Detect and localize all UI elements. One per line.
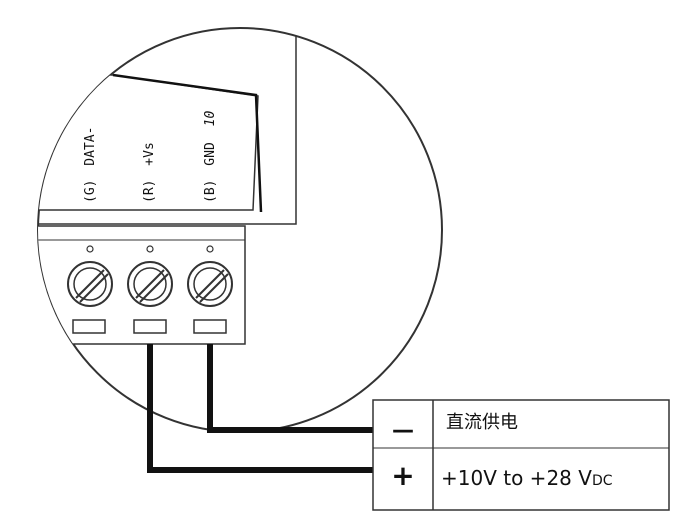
label-plate-edge: [112, 73, 263, 213]
terminal-signal-data: DATA-: [83, 127, 98, 166]
svg-text:(R) +Vs: (R) +Vs: [142, 142, 157, 203]
terminal-label-gnd: (B) GND 10: [203, 111, 218, 203]
terminal-signal-gnd: GND: [203, 142, 218, 166]
screw-terminal-data: [67, 245, 113, 334]
power-supply-box: — + 直流供电 +10V to +28 VDC: [372, 399, 670, 511]
wire-gnd-to-minus: [207, 344, 374, 433]
terminal-code-r: (R): [142, 180, 157, 203]
plus-symbol: +: [391, 459, 414, 492]
connector-housing-outline: [38, 28, 297, 225]
screw-terminal-vs: [127, 245, 173, 334]
terminal-label-vs: (R) +Vs: [142, 142, 157, 203]
power-supply-title: 直流供电: [446, 412, 518, 433]
svg-text:+10V to +28 VDC: +10V to +28 VDC: [441, 466, 613, 490]
minus-symbol: —: [392, 418, 414, 443]
wire-vs-to-plus: [147, 344, 374, 473]
voltage-unit-dc: DC: [592, 473, 613, 489]
voltage-range: +10V to +28 V: [441, 466, 592, 490]
screw-terminal-gnd: [187, 245, 233, 334]
callout-number: 10: [203, 111, 218, 127]
terminal-code-g: (G): [83, 180, 98, 203]
terminal-code-b: (B): [203, 180, 218, 203]
svg-text:(B) GND 10: (B) GND 10: [203, 111, 218, 203]
terminal-signal-vs: +Vs: [142, 142, 157, 165]
terminal-label-data: (G) DATA-: [83, 127, 98, 203]
svg-text:(G) DATA-: (G) DATA-: [83, 127, 98, 203]
